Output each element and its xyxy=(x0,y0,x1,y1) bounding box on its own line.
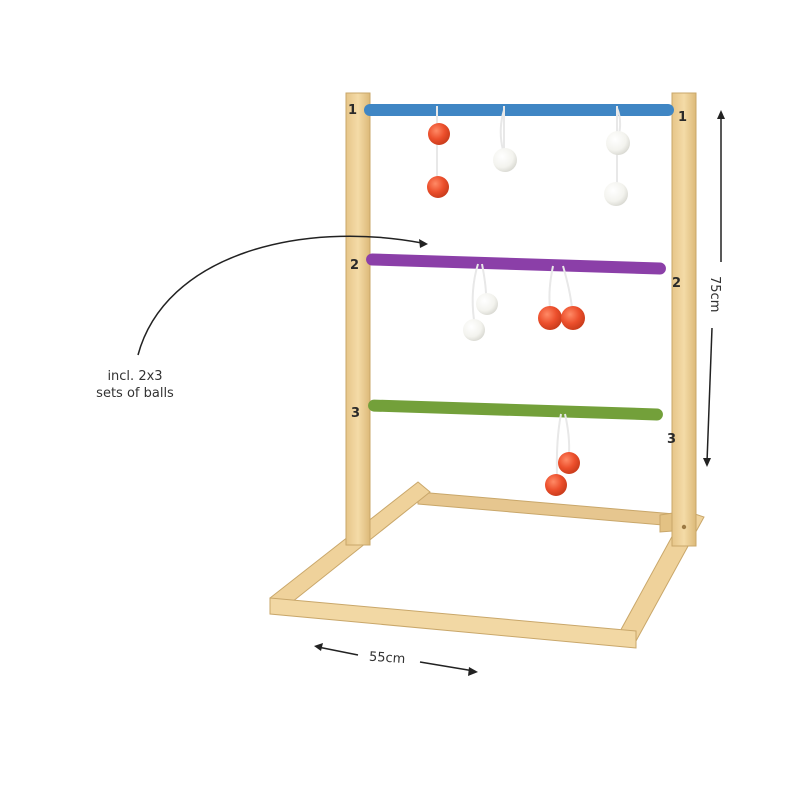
rung-2-purple xyxy=(366,253,666,275)
caption-line-1: incl. 2x3 xyxy=(107,369,163,384)
bola-red-bottom xyxy=(545,413,580,496)
wooden-base-frame xyxy=(269,481,705,649)
height-dimension: 75cm xyxy=(703,110,725,467)
caption-line-2: sets of balls xyxy=(96,386,174,401)
height-label: 75cm xyxy=(707,276,722,312)
bola-red-top xyxy=(427,106,450,198)
width-dimension: 55cm xyxy=(314,643,478,676)
base-back-rail xyxy=(417,491,687,528)
rung-label-left-1: 1 xyxy=(348,103,357,118)
rung-label-left-2: 2 xyxy=(350,258,359,273)
rung-label-right-1: 1 xyxy=(678,110,687,125)
bola-red-middle xyxy=(538,265,585,330)
bola-white-top-center xyxy=(493,106,517,172)
rung-label-right-3: 3 xyxy=(667,432,676,447)
rung-1-blue xyxy=(364,104,674,116)
width-label: 55cm xyxy=(368,650,405,667)
upright-bolt xyxy=(681,524,687,530)
right-upright xyxy=(671,92,697,547)
rung-label-left-3: 3 xyxy=(351,406,360,421)
rung-3-green xyxy=(368,399,663,421)
bola-white-middle xyxy=(463,263,498,341)
rung-label-right-2: 2 xyxy=(672,276,681,291)
bola-white-top-right xyxy=(604,106,630,206)
balls-included-caption: incl. 2x3 sets of balls xyxy=(70,368,200,402)
left-upright xyxy=(345,92,371,546)
caption-pointer-arc xyxy=(137,235,423,356)
base-front-rail xyxy=(269,597,637,649)
caption-pointer-arrowhead xyxy=(419,239,428,248)
